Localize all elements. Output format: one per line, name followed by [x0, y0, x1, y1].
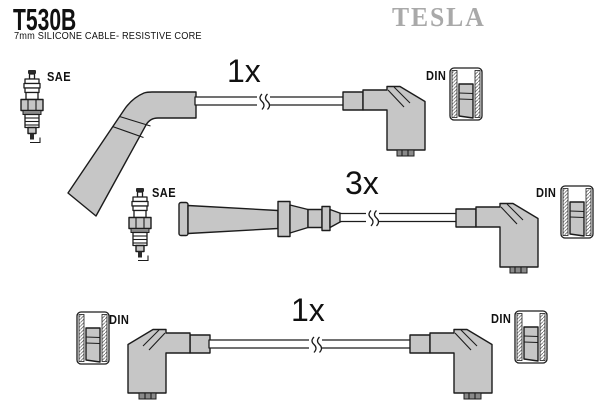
row1-quantity-label: 1x	[227, 53, 261, 89]
row1-angled-spark-boot	[67, 91, 197, 217]
brand-logo: TESLA	[392, 2, 486, 32]
row3-quantity-label: 1x	[291, 292, 325, 328]
row2-quantity-label: 3x	[345, 165, 379, 201]
row2-distributor-boot	[455, 202, 539, 274]
row1-din-label: DIN	[426, 68, 447, 83]
row1-cable-assembly	[20, 67, 483, 217]
row3-cable-assembly	[76, 310, 548, 400]
row1-spark-plug-icon	[20, 69, 44, 144]
row2-sae-label: SAE	[152, 185, 176, 200]
row3-left-distributor-boot	[127, 328, 211, 400]
row2-din-socket-icon	[560, 185, 594, 239]
row3-right-distributor-boot	[409, 328, 493, 400]
cable-spec-subtitle: 7mm SILICONE CABLE- RESISTIVE CORE	[14, 31, 202, 42]
row2-cable-break-mark	[366, 210, 380, 227]
row3-left-din-label: DIN	[109, 312, 130, 327]
row2-straight-spark-boot	[178, 200, 342, 238]
row1-sae-label: SAE	[47, 69, 71, 84]
row3-cable-break-mark	[309, 336, 323, 353]
row1-distributor-boot	[342, 85, 426, 157]
row2-spark-plug-icon	[128, 187, 152, 262]
row2-cable	[339, 212, 458, 223]
row3-left-din-socket-icon	[76, 311, 110, 365]
row3-right-din-label: DIN	[491, 311, 512, 326]
row1-din-socket-icon	[449, 67, 483, 121]
row3-right-din-socket-icon	[514, 310, 548, 364]
part-number: T530B	[13, 2, 77, 37]
row1-cable-break-mark	[257, 93, 271, 110]
row2-cable-assembly	[128, 185, 594, 274]
row2-din-label: DIN	[536, 185, 557, 200]
